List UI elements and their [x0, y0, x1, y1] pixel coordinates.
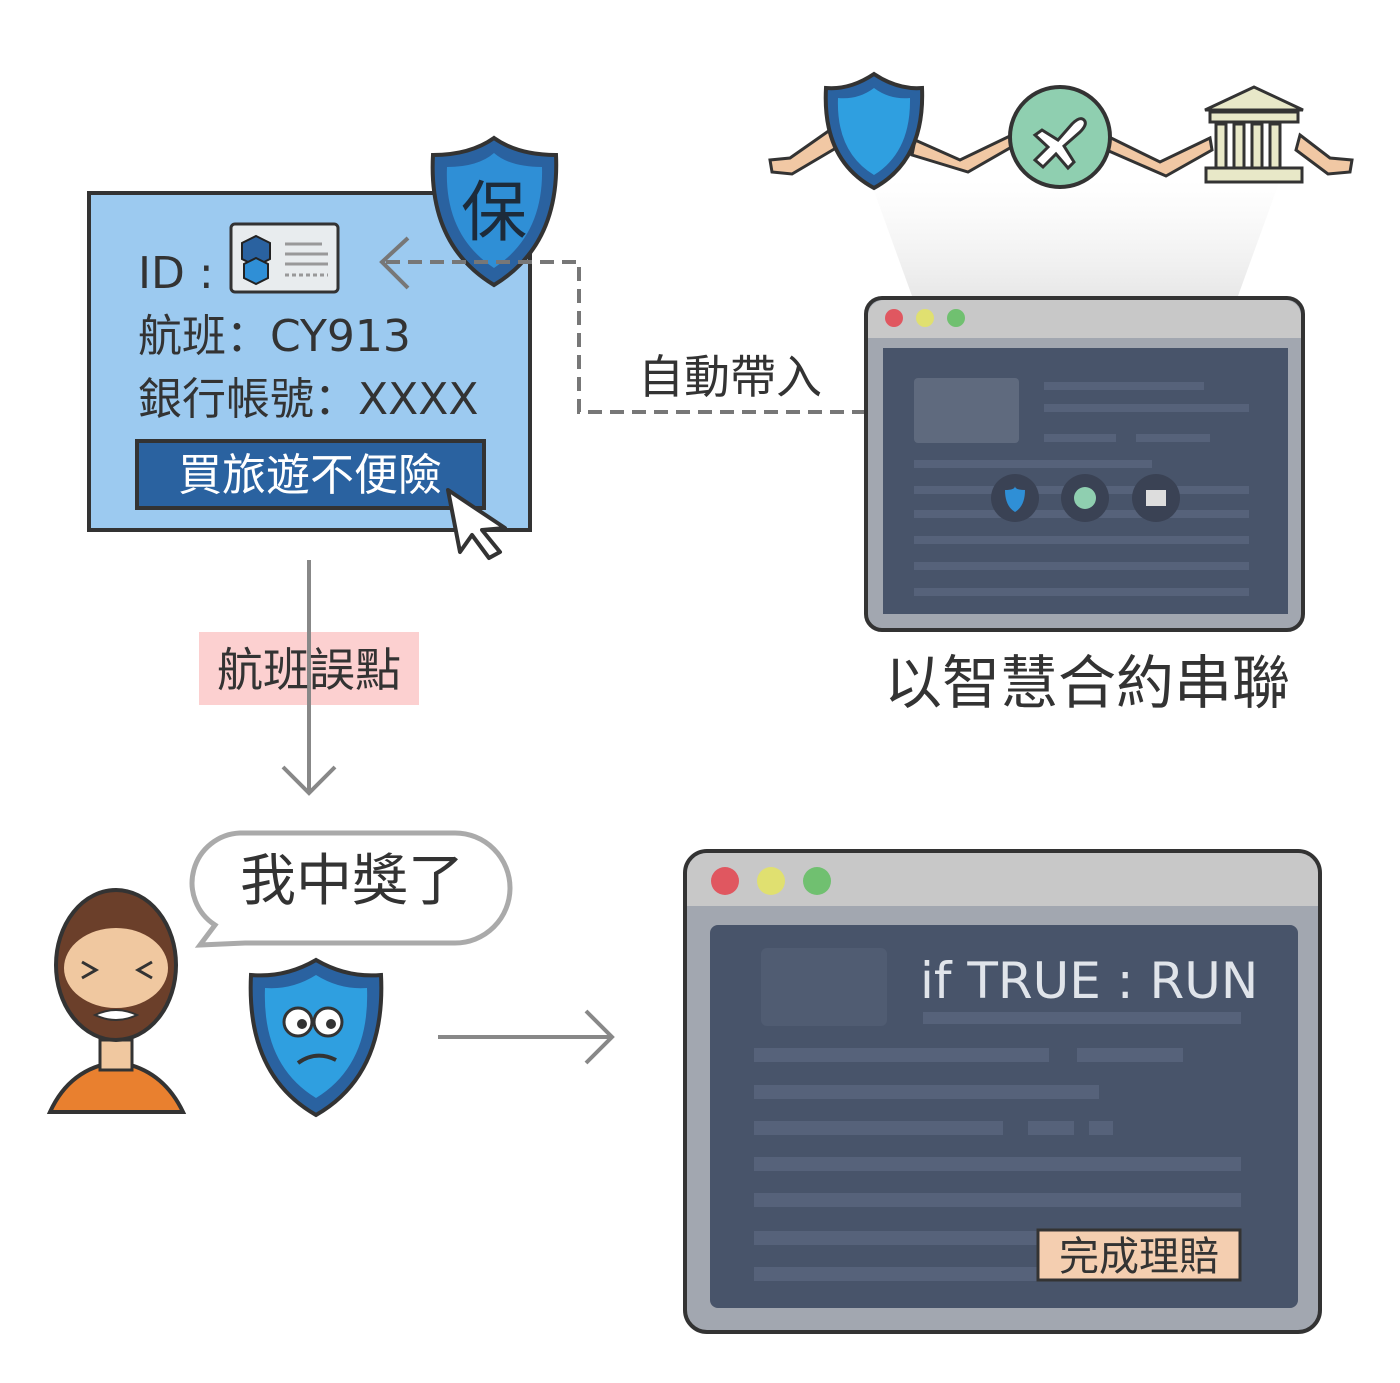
id-label: ID :: [138, 248, 214, 299]
cursor-icon: [446, 488, 507, 560]
airplane-icon: [1008, 85, 1112, 189]
speech-text: 我中獎了: [240, 849, 464, 914]
smart-contract-caption: 以智慧合約串聯: [884, 649, 1290, 717]
close-dot: [885, 309, 903, 327]
bank-icon: [1204, 85, 1304, 184]
user-avatar-icon: [46, 888, 187, 1114]
auto-fill-arrow: [379, 236, 910, 414]
close-dot: [711, 867, 739, 895]
buy-insurance-button[interactable]: 買旅遊不便險: [135, 439, 486, 510]
insurance-shield-icon: 保: [430, 135, 559, 288]
minimize-dot: [757, 867, 785, 895]
bank-account: 銀行帳號：XXXX: [138, 374, 479, 425]
code-text: if TRUE : RUN: [920, 952, 1258, 1010]
maximize-dot: [947, 309, 965, 327]
flight-number: 航班：CY913: [138, 311, 411, 362]
id-card-icon: [914, 378, 1019, 443]
worried-shield-icon: [248, 957, 384, 1118]
shield-char: 保: [461, 174, 527, 251]
result-arrow: [438, 1009, 615, 1065]
claim-complete-label: 完成理賠: [1059, 1234, 1219, 1280]
maximize-dot: [803, 867, 831, 895]
buy-insurance-label: 買旅遊不便險: [178, 450, 442, 501]
partner-chain: [768, 71, 1354, 191]
contract-result-window: if TRUE : RUN 完成理賠: [683, 849, 1322, 1334]
contract-window-small: [864, 296, 1305, 632]
minimize-dot: [916, 309, 934, 327]
auto-fill-label: 自動帶入: [638, 350, 822, 404]
speech-bubble: 我中獎了: [189, 830, 513, 948]
id-card-icon: [761, 948, 887, 1026]
id-card-icon: [229, 222, 340, 294]
flight-delay-label: 航班誤點: [217, 643, 401, 697]
shield-icon: [823, 71, 925, 191]
claim-complete-badge: 完成理賠: [1036, 1228, 1242, 1282]
